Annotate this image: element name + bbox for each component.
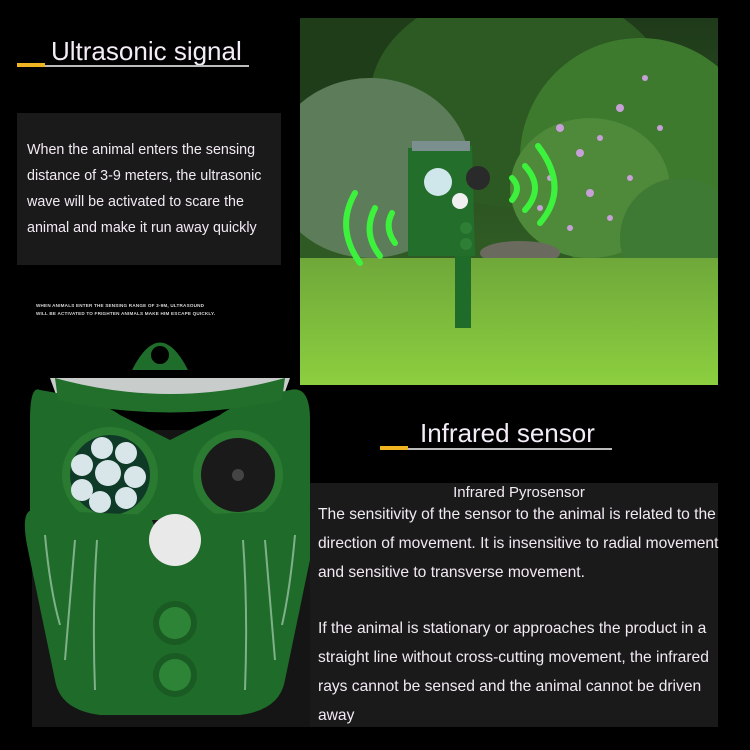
heading-accent-bar — [17, 63, 45, 67]
garden-photo — [300, 18, 718, 385]
ultrasonic-description-box: When the animal enters the sensing dista… — [17, 113, 281, 265]
infrared-heading: Infrared sensor — [370, 400, 650, 460]
ultrasonic-title: Ultrasonic signal — [51, 36, 242, 66]
fine-print: WHEN ANIMALS ENTER THE SENSING RANGE OF … — [36, 303, 216, 316]
ultrasonic-heading: Ultrasonic signal — [0, 0, 300, 80]
heading-accent-bar — [380, 446, 408, 450]
infrared-paragraph-1: The sensitivity of the sensor to the ani… — [318, 506, 719, 581]
infrared-description-box: Infrared Pyrosensor The sensitivity of t… — [310, 483, 718, 727]
heading-underline — [380, 448, 612, 450]
heading-underline — [17, 65, 249, 67]
infrared-paragraph-2: If the animal is stationary or approache… — [318, 620, 709, 724]
infrared-subtitle: Infrared Pyrosensor — [453, 484, 585, 501]
infrared-title: Infrared sensor — [420, 418, 595, 448]
ultrasonic-description: When the animal enters the sensing dista… — [27, 142, 262, 236]
product-closeup — [20, 330, 320, 740]
